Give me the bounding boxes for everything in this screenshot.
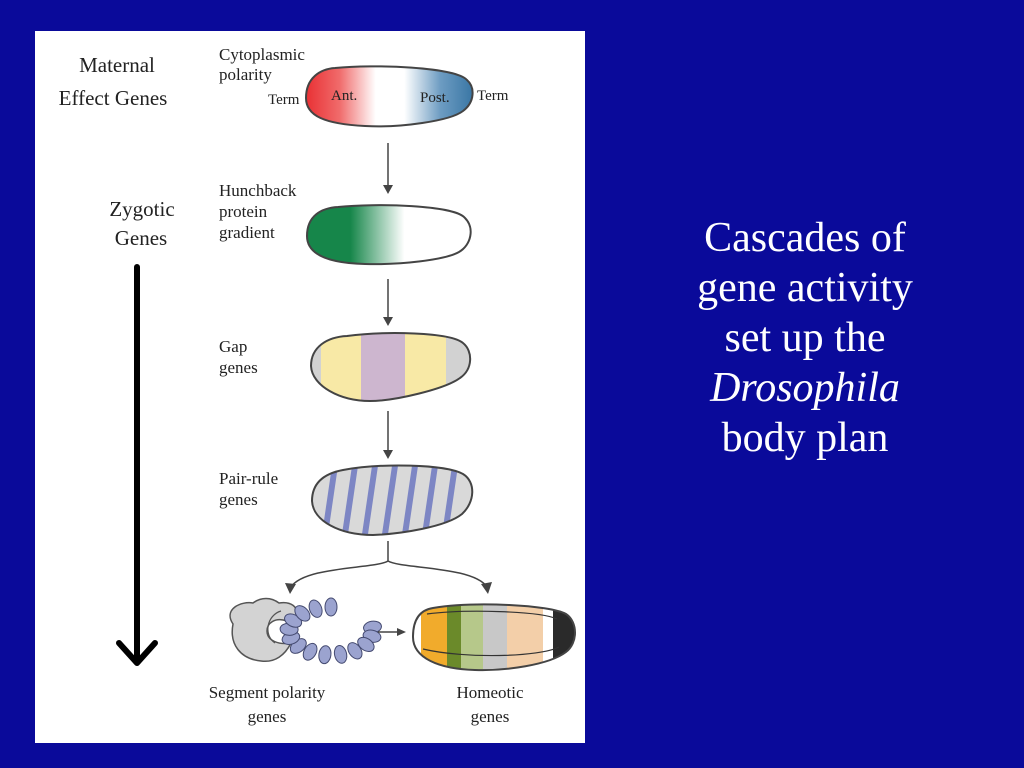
arrow-segment-to-homeotic [378, 628, 406, 636]
cytoplasmic-label-line1: Cytoplasmic [219, 45, 305, 64]
pair-rule-stripe [341, 465, 359, 535]
hunchback-label-line3: gradient [219, 223, 275, 242]
segment-ring [308, 599, 323, 618]
caption-line-4-drosophila: Drosophila [710, 365, 900, 411]
branch-arrows [285, 541, 492, 594]
segment-ring [347, 642, 363, 660]
arrow-gap-to-pair-rule [383, 411, 393, 459]
polarity-embryo [304, 65, 474, 128]
gap-embryo-outline [309, 332, 472, 403]
gap-label-line2: genes [219, 358, 258, 377]
posterior-label: Post. [420, 90, 450, 106]
segment-ring [294, 605, 311, 622]
zygotic-label-line1: Zygotic [109, 197, 174, 221]
caption-line-3: set up the [724, 315, 886, 361]
pair-rule-stripe [441, 465, 459, 535]
segment-polarity-label-line1: Segment polarity [209, 683, 326, 702]
maternal-label-line2: Effect Genes [59, 86, 168, 110]
gap-genes-stage: Gap genes [219, 332, 472, 403]
segment-polarity-stage: Segment polarity genes [209, 597, 382, 726]
cytoplasmic-label-line2: polarity [219, 65, 272, 84]
zygotic-label-line2: Genes [115, 226, 167, 250]
arrow-hunchback-to-gap [383, 279, 393, 326]
segment-ring [302, 642, 318, 661]
pair-rule-stripe [361, 465, 379, 535]
segment-ring [357, 636, 375, 652]
pair-rule-label-line2: genes [219, 490, 258, 509]
arrow-polarity-to-hunchback [383, 143, 393, 194]
pair-rule-stripes [321, 465, 459, 535]
pair-rule-embryo-outline [310, 464, 474, 537]
zygotic-genes-label: Zygotic Genes [109, 197, 174, 250]
segment-ring [333, 645, 348, 664]
term-right-label: Term [477, 88, 509, 104]
anterior-label: Ant. [331, 88, 357, 104]
maternal-effect-genes-label: Maternal Effect Genes [59, 53, 168, 110]
pair-rule-stripe [321, 465, 339, 535]
hunchback-label-line1: Hunchback [219, 181, 297, 200]
hunchback-label-line2: protein [219, 202, 268, 221]
pair-rule-stripe [421, 465, 439, 535]
pair-rule-label-line1: Pair-rule [219, 469, 278, 488]
homeotic-embryo-outline [411, 603, 576, 672]
segment-polarity-embryo [229, 597, 382, 665]
term-left-label: Term [268, 92, 300, 108]
homeotic-label-line2: genes [471, 707, 510, 726]
segment-polarity-label-line2: genes [248, 707, 287, 726]
cascade-diagram: Maternal Effect Genes Zygotic Genes Cyto… [59, 45, 576, 726]
pair-rule-stripe [401, 465, 419, 535]
homeotic-embryo [413, 604, 575, 671]
cytoplasmic-polarity-stage: Cytoplasmic polarity Term Ant. Post. Ter… [219, 45, 509, 128]
hunchback-stage: Hunchback protein gradient [219, 181, 472, 266]
zygotic-timeline-arrow [116, 264, 158, 666]
pair-rule-embryo [312, 465, 473, 535]
caption-line-5: body plan [721, 415, 889, 461]
pair-rule-stage: Pair-rule genes [219, 464, 474, 537]
homeotic-label-line1: Homeotic [456, 683, 523, 702]
slide-caption: Cascades of gene activity set up the Dro… [640, 213, 970, 463]
segment-ring [324, 597, 338, 617]
caption-line-1: Cascades of [704, 215, 906, 261]
segment-ring [318, 645, 332, 665]
pair-rule-stripe [381, 465, 399, 535]
segment-polarity-rings [279, 597, 382, 665]
drosophila-cascade-figure: Maternal Effect Genes Zygotic Genes Cyto… [35, 31, 585, 743]
maternal-label-line1: Maternal [79, 53, 155, 77]
homeotic-stage: Homeotic genes [411, 603, 576, 726]
gap-label-line1: Gap [219, 337, 247, 356]
hunchback-embryo [305, 204, 472, 266]
caption-line-2: gene activity [697, 265, 913, 311]
